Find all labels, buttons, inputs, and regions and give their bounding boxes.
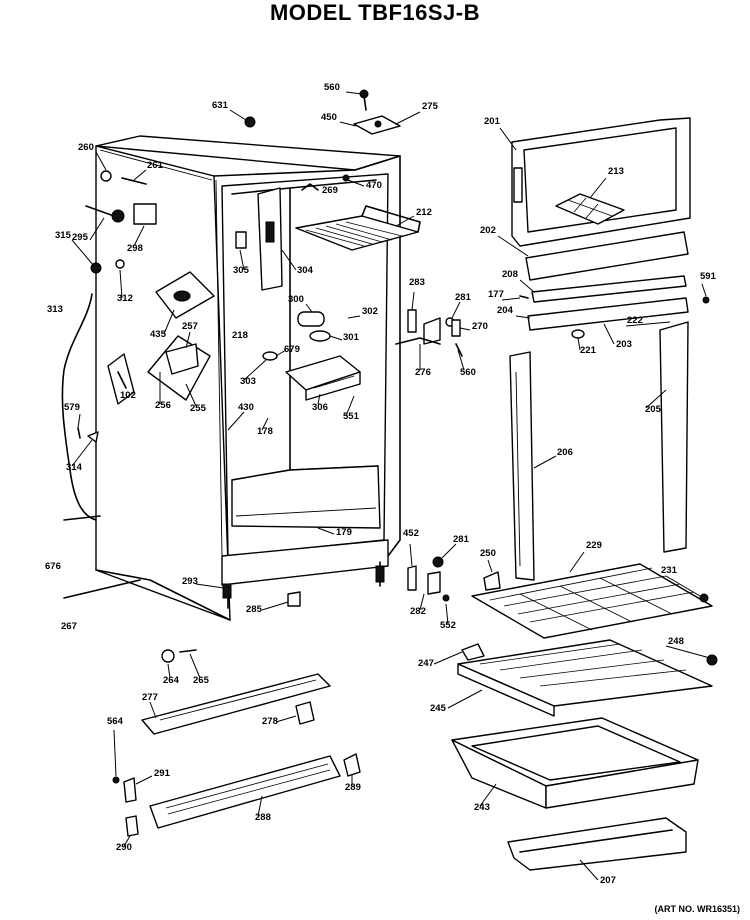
part-label-229: 229 [586,540,602,551]
part-label-206: 206 [557,447,573,458]
defrost-components [107,271,215,405]
part-label-202: 202 [480,225,496,236]
door-trim [509,321,689,581]
part-label-281: 281 [455,292,472,303]
part-label-278: 278 [262,716,278,727]
top-hinge [353,89,401,135]
part-label-470: 470 [366,180,382,191]
part-label-270: 270 [472,321,488,332]
part-label-277: 277 [142,692,158,703]
part-label-281: 281 [453,534,470,545]
part-label-305: 305 [233,265,250,276]
part-label-212: 212 [416,207,432,218]
part-label-256: 256 [155,400,171,411]
part-label-303: 303 [240,376,256,387]
part-label-102: 102 [120,390,136,401]
part-label-291: 291 [154,768,171,779]
misc-fasteners [287,565,417,725]
part-label-231: 231 [661,565,678,576]
part-label-285: 285 [246,604,263,615]
part-label-222: 222 [627,315,643,326]
part-label-282: 282 [410,606,426,617]
part-label-250: 250 [480,548,496,559]
part-label-276: 276 [415,367,431,378]
divider-rails [519,275,710,339]
part-label-301: 301 [343,332,360,343]
part-label-283: 283 [409,277,425,288]
door-shelf [507,817,687,871]
part-label-560: 560 [460,367,476,378]
part-label-218: 218 [232,330,248,341]
part-label-243: 243 [474,802,490,813]
part-label-552: 552 [440,620,456,631]
part-label-295: 295 [72,232,89,243]
meat-pan-assembly [285,355,361,401]
part-number-labels: 631 560 275 450 201 260 261 470 269 213 212 295 298 2… [45,82,717,886]
part-label-205: 205 [645,404,662,415]
thermostat-parts [85,170,157,225]
part-label-591: 591 [700,271,717,282]
crisper-drawer [451,717,699,809]
part-label-551: 551 [343,411,360,422]
part-label-204: 204 [497,305,514,316]
diagram-title: MODEL TBF16SJ-B [269,0,480,25]
part-label-315: 315 [55,230,72,241]
part-label-221: 221 [580,345,597,356]
part-label-430: 430 [238,402,254,413]
part-label-179: 179 [336,527,352,538]
part-label-304: 304 [297,265,314,276]
part-label-265: 265 [193,675,210,686]
part-label-201: 201 [484,116,501,127]
part-label-452: 452 [403,528,419,539]
control-housing [235,187,283,291]
part-631-plug [244,116,256,128]
part-label-288: 288 [255,812,271,823]
part-label-208: 208 [502,269,518,280]
part-label-312: 312 [117,293,133,304]
part-label-300: 300 [288,294,304,305]
part-label-676: 676 [45,561,61,572]
part-label-257: 257 [182,321,198,332]
freezer-shelf [295,205,421,251]
part-label-248: 248 [668,636,684,647]
part-label-275: 275 [422,101,439,112]
freezer-door [511,117,691,281]
base-grille [112,753,361,837]
part-label-450: 450 [321,112,337,123]
part-label-564: 564 [107,716,124,727]
part-label-289: 289 [345,782,361,793]
part-label-435: 435 [150,329,167,340]
part-label-313: 313 [47,304,63,315]
part-label-247: 247 [418,658,434,669]
part-label-207: 207 [600,875,616,886]
drain-tube [61,259,125,521]
glass-shelf [457,639,718,717]
part-label-177: 177 [488,289,504,300]
part-label-178: 178 [257,426,273,437]
part-label-298: 298 [127,243,143,254]
art-number: (ART NO. WR16351) [654,904,740,914]
part-label-314: 314 [66,462,83,473]
part-label-213: 213 [608,166,624,177]
part-label-264: 264 [163,675,180,686]
part-label-255: 255 [190,403,207,414]
part-label-579: 579 [64,402,80,413]
part-label-679: 679 [284,344,300,355]
part-label-290: 290 [116,842,132,853]
wire-shelf [427,556,713,639]
part-label-306: 306 [312,402,328,413]
base-rail [141,649,331,735]
part-label-293: 293 [182,576,198,587]
leader-lines [71,91,711,881]
part-label-203: 203 [616,339,632,350]
part-label-631: 631 [212,100,229,111]
part-label-260: 260 [78,142,94,153]
part-label-245: 245 [430,703,447,714]
part-label-302: 302 [362,306,378,317]
part-label-269: 269 [322,185,338,196]
part-label-267: 267 [61,621,77,632]
part-label-261: 261 [147,160,164,171]
part-label-560: 560 [324,82,340,93]
